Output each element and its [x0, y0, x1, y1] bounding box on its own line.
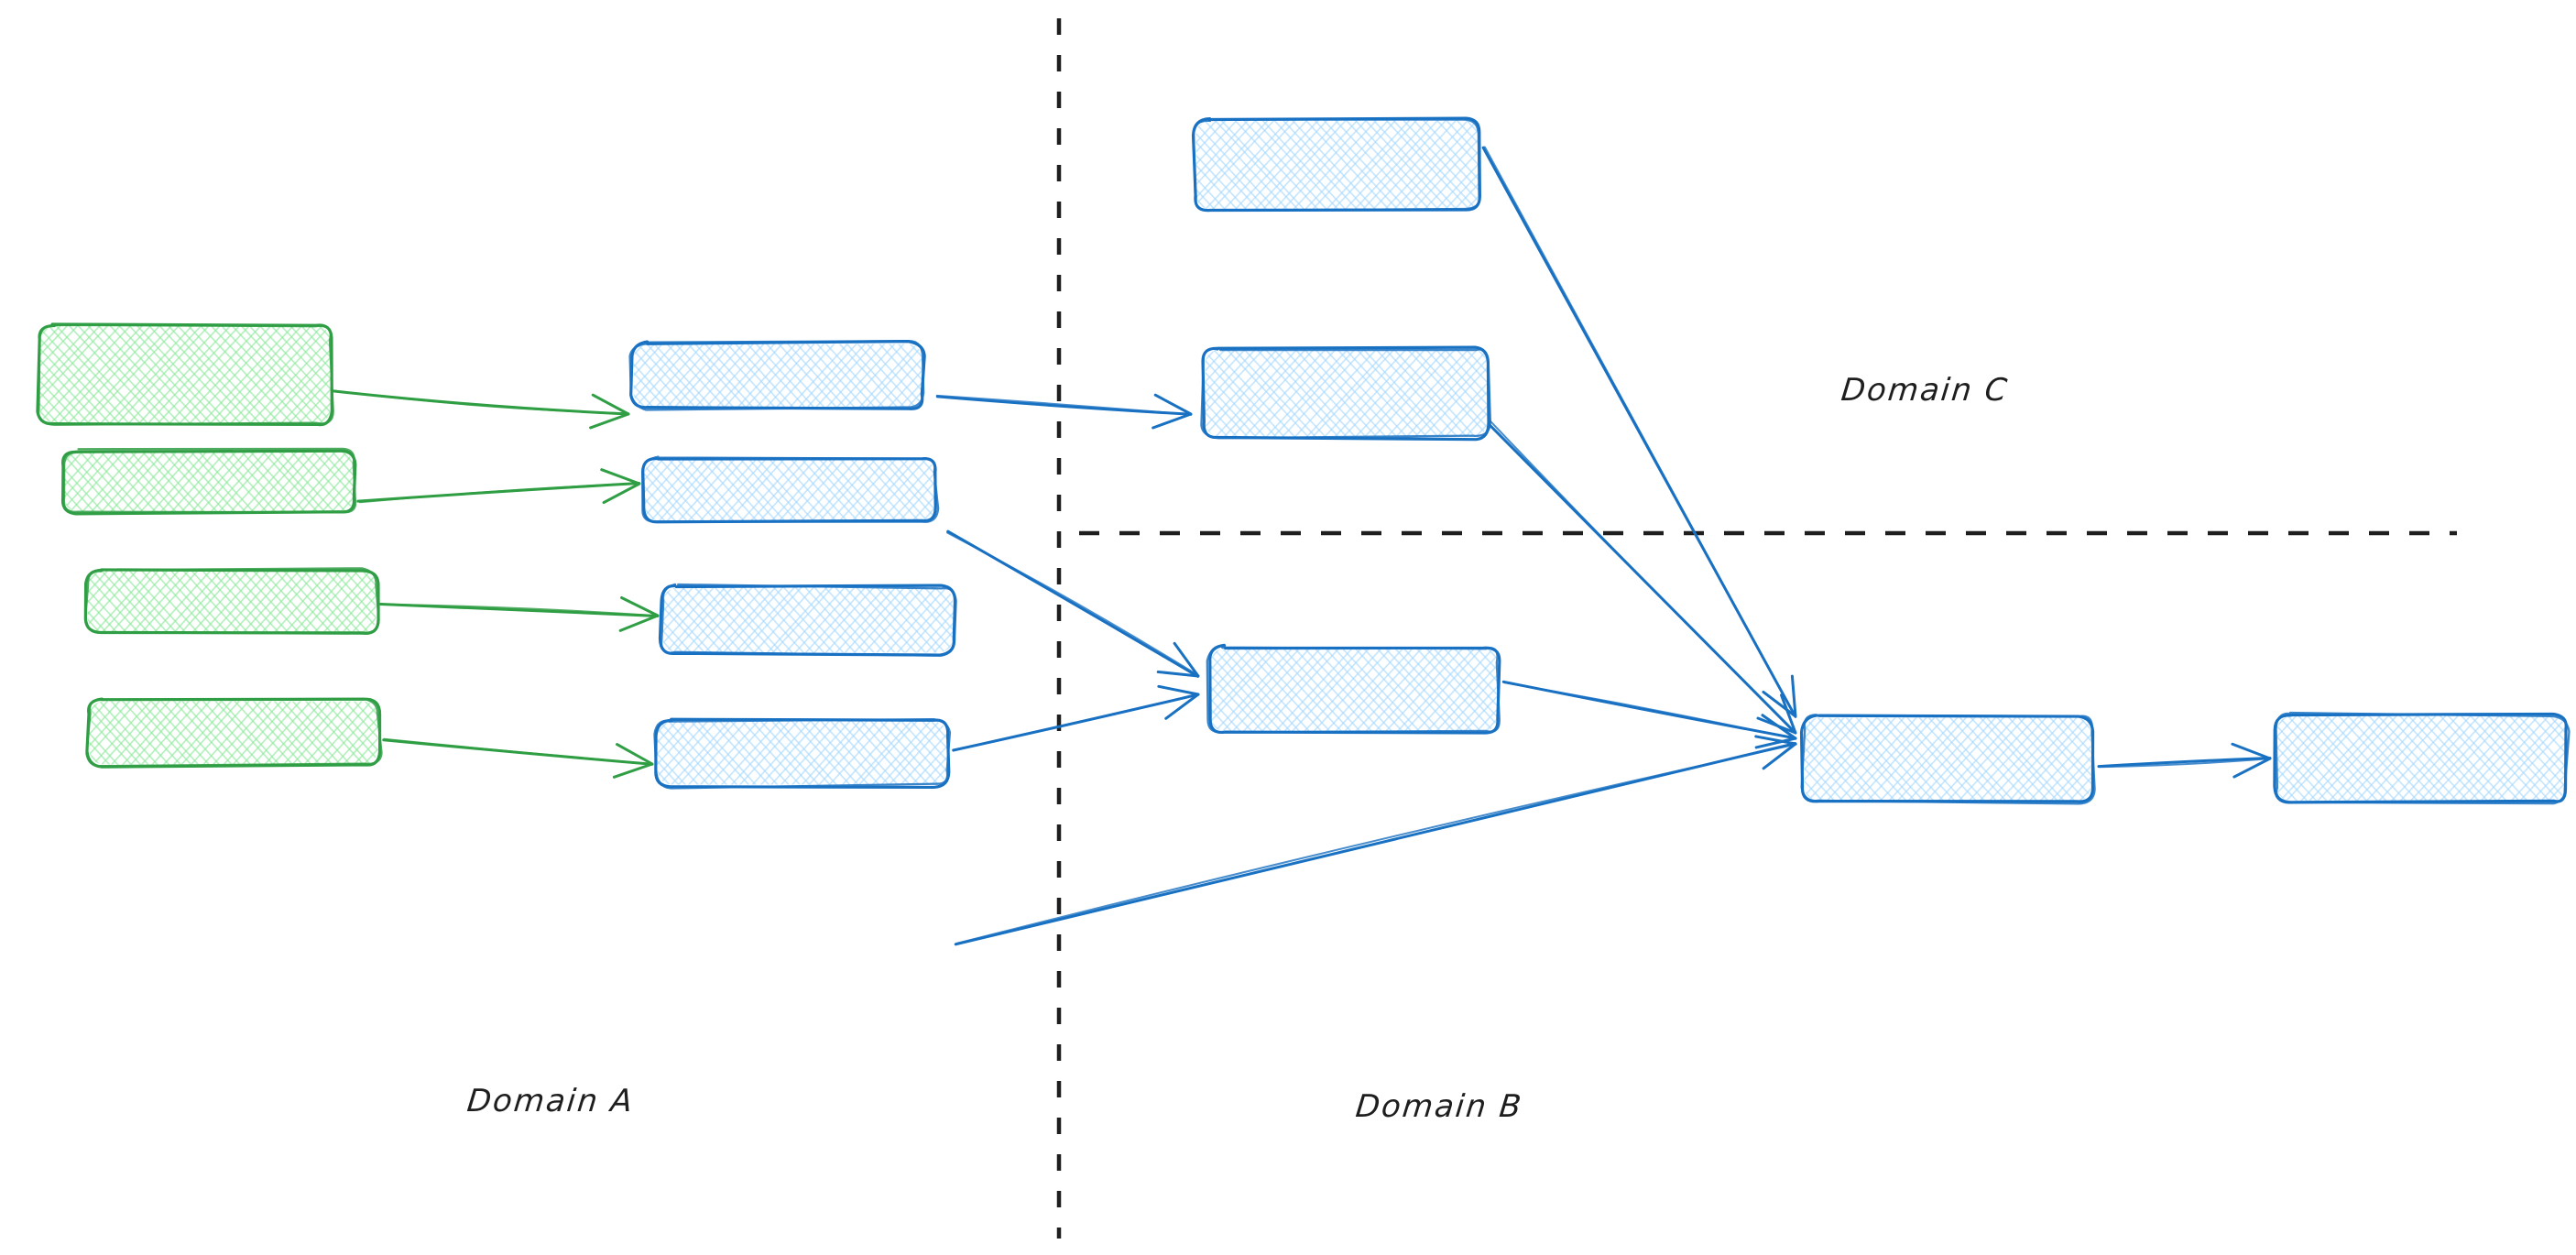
edge-c3-to-d1: [1501, 680, 1797, 749]
domain-c-label: Domain C: [1839, 372, 2011, 409]
domain-b-label: Domain B: [1353, 1088, 1525, 1125]
edge-b3-to-c3: [952, 684, 1200, 752]
node-a2[interactable]: [0, 442, 515, 522]
edge-d1-to-d2: [2097, 742, 2272, 779]
edge-a3-to-b3: [379, 595, 660, 632]
domain-a-label: Domain A: [464, 1083, 637, 1119]
node-b3[interactable]: [575, 577, 1125, 662]
node-d2[interactable]: [2168, 705, 2576, 811]
node-a1[interactable]: [0, 315, 571, 433]
node-d1[interactable]: [1697, 707, 2306, 811]
edge-b2-to-c3: [946, 529, 1200, 678]
node-a3[interactable]: [4, 561, 550, 642]
edge-a4-to-b4: [382, 737, 654, 779]
edge-b1-to-c2: [935, 393, 1193, 430]
node-c3[interactable]: [1105, 638, 1713, 741]
node-b2[interactable]: [561, 450, 1108, 531]
node-c2[interactable]: [1096, 339, 1708, 446]
edge-a1-to-b1: [331, 389, 630, 430]
edge-a2-to-b2: [356, 468, 641, 505]
edge-c2-to-d1: [1487, 420, 1797, 735]
node-b4[interactable]: [571, 712, 1117, 795]
edge-c1-to-d1: [1481, 146, 1797, 718]
edge-b4-to-d1: [954, 735, 1797, 946]
node-c1[interactable]: [1085, 110, 1698, 219]
node-b1[interactable]: [547, 333, 1096, 417]
node-a4[interactable]: [3, 691, 551, 774]
